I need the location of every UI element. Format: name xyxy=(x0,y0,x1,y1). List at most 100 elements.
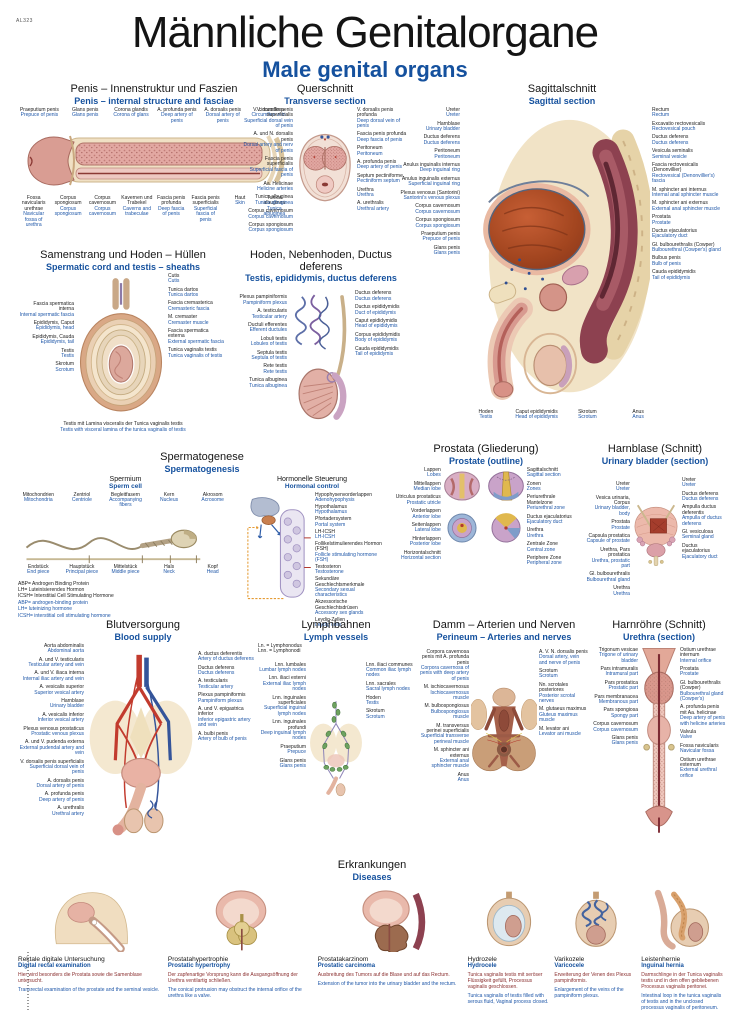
section-header: Harnblase (Schnitt) Urinary bladder (sec… xyxy=(601,443,709,466)
blood-supply-figure xyxy=(89,654,193,836)
anatomy-label: ABP= Androgen Binding Protein xyxy=(18,580,90,587)
disease-varicocele: Varikozele Varicocele Erweiterung der Ve… xyxy=(554,886,637,1011)
section-header: Blutversorgung Blood supply xyxy=(106,619,180,642)
anatomy-label: Gl. bulbourethralis (Cowper)Bulbourethra… xyxy=(652,241,721,254)
section-lymph-vessels: Lymphbahnen Lymph vessels Ln. = Lymphono… xyxy=(258,619,414,860)
penis-longitudinal-figure xyxy=(27,135,285,186)
disease-hydrocele: Hydrozele Hydrocele Tunica vaginalis tes… xyxy=(468,886,551,1011)
section-diseases: Erkrankungen Diseases Rektale digitale U… xyxy=(18,859,726,1020)
section-header: Querschnitt Transverse section xyxy=(284,83,366,106)
hydrocele-figure xyxy=(486,891,532,947)
varicocele-figure xyxy=(575,891,617,947)
section-bladder: Harnblase (Schnitt) Urinary bladder (sec… xyxy=(584,443,726,614)
prostate-horizontal-section-2-figure xyxy=(491,512,521,543)
section-header: Damm – Arterien und Nerven Perineum – Ar… xyxy=(432,619,576,642)
prostate-diagrams xyxy=(443,468,525,546)
disease-rectal-exam: Rektale digitale Untersuchung Digital re… xyxy=(18,886,164,1011)
section-header: Lymphbahnen Lymph vessels xyxy=(301,619,371,642)
section-header: Samenstrang und Hoden – Hüllen Spermatic… xyxy=(40,249,206,272)
disease-caption: Rektale digitale Untersuchung Digital re… xyxy=(18,955,160,993)
hormonal-control-figure xyxy=(247,496,311,599)
anatomy-label: LH= luteinizing hormone xyxy=(18,606,73,613)
anatomy-label: Corpora cavernosa penis mit A. profunda … xyxy=(420,648,469,682)
sperm-cell-figure xyxy=(25,529,201,563)
section-header: Harnröhre (Schnitt) Urethra (section) xyxy=(612,619,706,642)
